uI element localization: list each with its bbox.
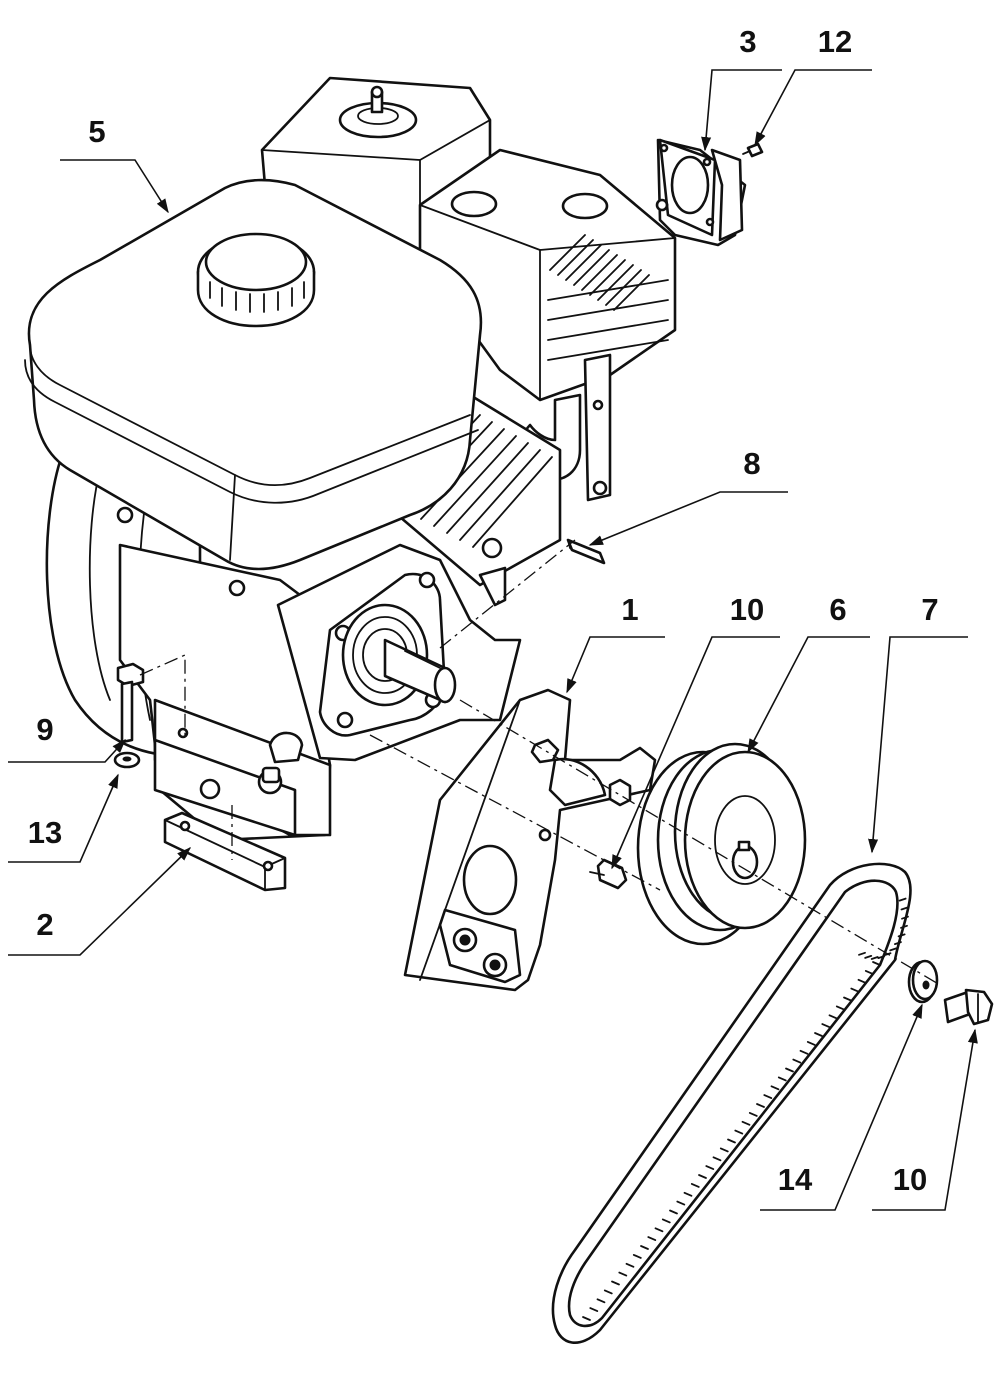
pulley-part-6 — [636, 742, 807, 946]
leader-lines — [8, 69, 978, 1211]
shim-part-2 — [163, 811, 287, 892]
fuel-tank — [24, 178, 483, 571]
bolt-part-9 — [116, 662, 145, 744]
callout-5: 5 — [88, 114, 105, 149]
callout-7: 7 — [921, 592, 938, 627]
callout-8: 8 — [743, 446, 760, 481]
callout-10-upper: 10 — [730, 592, 764, 627]
screw-part-12 — [742, 142, 764, 158]
muffler — [418, 148, 677, 502]
callout-14: 14 — [778, 1162, 813, 1197]
callout-3: 3 — [739, 24, 756, 59]
belt-part-7 — [551, 862, 912, 1345]
engine — [24, 76, 677, 842]
callout-2: 2 — [36, 907, 53, 942]
callout-13: 13 — [28, 815, 62, 850]
shaft-key-part-8 — [566, 538, 606, 565]
pto-side-cover — [116, 506, 522, 762]
washer-part-13 — [113, 751, 141, 769]
callout-12: 12 — [818, 24, 852, 59]
callout-10-lower: 10 — [893, 1162, 927, 1197]
mounting-plate-part-1 — [403, 688, 657, 992]
exhaust-gasket-part-3 — [655, 138, 747, 247]
callout-1: 1 — [621, 592, 638, 627]
bolt-part-10-lower — [943, 988, 994, 1026]
engine-base — [153, 698, 332, 837]
washer-part-14 — [907, 959, 939, 1004]
callout-9: 9 — [36, 712, 53, 747]
callout-labels: 5 3 12 8 1 10 6 7 9 13 2 14 10 — [28, 24, 939, 1197]
callout-6: 6 — [829, 592, 846, 627]
